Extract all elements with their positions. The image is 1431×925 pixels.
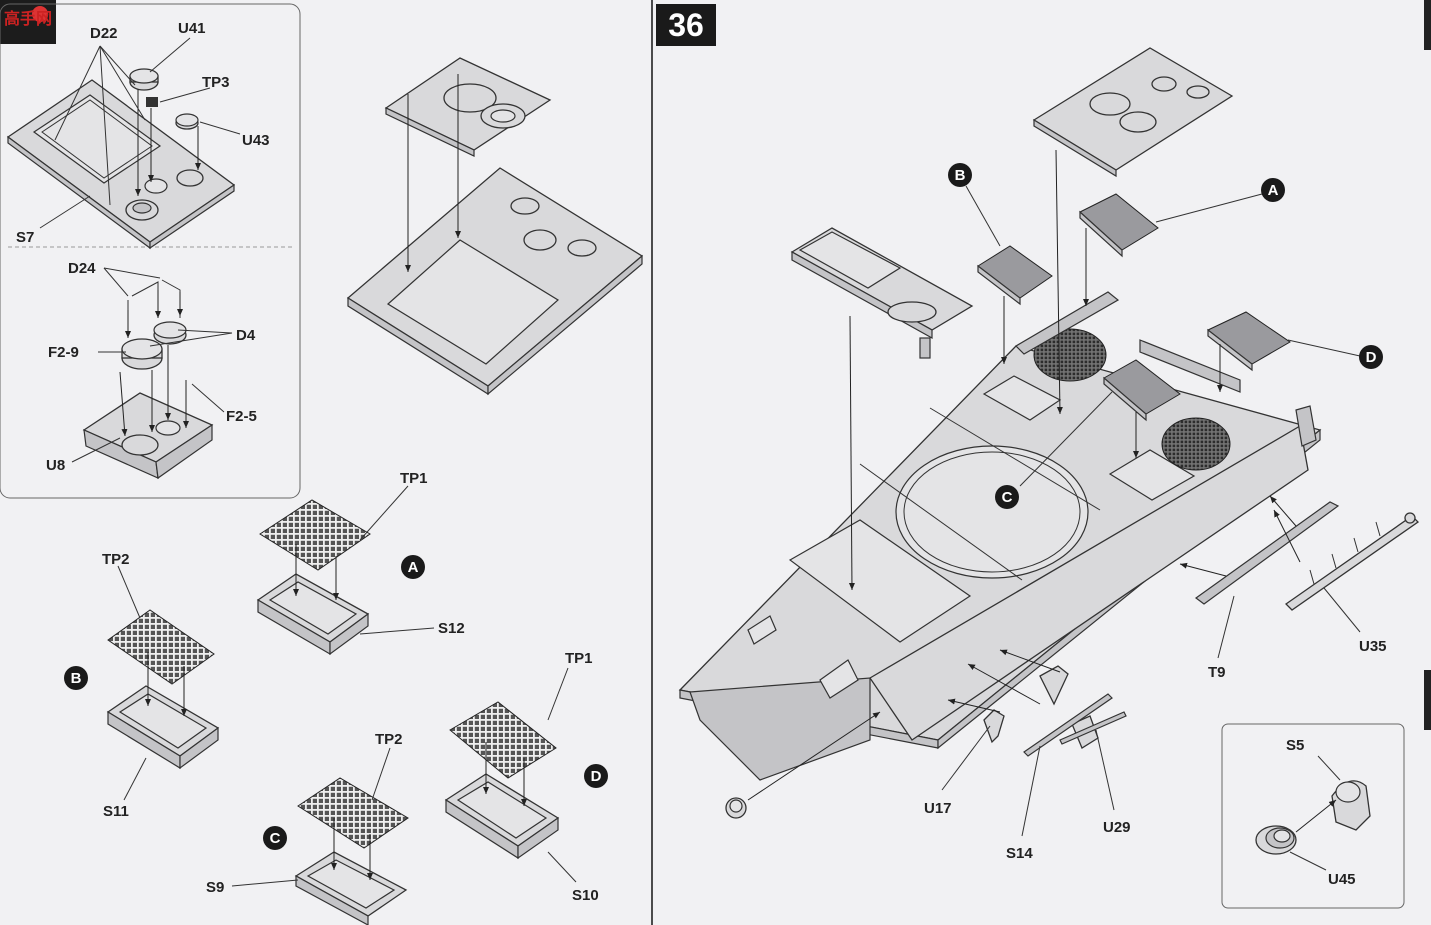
label-f2-5: F2-5 bbox=[226, 408, 257, 425]
fan-right bbox=[1161, 417, 1231, 471]
marker-d-left bbox=[584, 764, 608, 788]
tp1-mesh-a bbox=[259, 499, 371, 571]
label-u41: U41 bbox=[178, 20, 206, 37]
marker-b-right-label: B bbox=[955, 167, 966, 184]
label-d24: D24 bbox=[68, 260, 96, 277]
hull-plug-part bbox=[725, 711, 881, 819]
label-u8: U8 bbox=[46, 457, 65, 474]
label-s14: S14 bbox=[1006, 845, 1033, 862]
label-d4: D4 bbox=[236, 327, 256, 344]
label-s11: S11 bbox=[103, 803, 129, 820]
step-badge bbox=[656, 4, 716, 46]
s5-housing-part bbox=[1331, 780, 1371, 831]
u41-cupola-part bbox=[129, 68, 159, 91]
label-u17: U17 bbox=[924, 800, 952, 817]
inset-frame-right bbox=[1221, 723, 1405, 909]
grille-a-right bbox=[1079, 193, 1263, 306]
svg-text:高手网: 高手网 bbox=[4, 9, 52, 28]
underside-brackets bbox=[941, 649, 1127, 837]
step-number: 36 bbox=[668, 7, 704, 43]
grille-b-assembly bbox=[106, 565, 220, 801]
hatch-subassembly bbox=[82, 392, 214, 480]
label-tp1-a: TP1 bbox=[400, 470, 428, 487]
engine-deck-lower-view bbox=[346, 167, 644, 396]
hull-body bbox=[678, 291, 1322, 781]
label-s5: S5 bbox=[1286, 737, 1304, 754]
label-s10: S10 bbox=[572, 887, 599, 904]
label-tp2-b: TP2 bbox=[102, 551, 130, 568]
grille-d-right bbox=[1207, 311, 1361, 392]
label-t9: T9 bbox=[1208, 664, 1226, 681]
marker-c-right bbox=[995, 485, 1019, 509]
engine-deck-top-plate bbox=[1032, 47, 1234, 178]
marker-c-left bbox=[263, 826, 287, 850]
marker-c-left-label: C bbox=[270, 830, 281, 847]
marker-b-right bbox=[948, 163, 972, 187]
tp3-part bbox=[146, 97, 158, 107]
marker-a-right bbox=[1261, 178, 1285, 202]
label-f2-9: F2-9 bbox=[48, 344, 79, 361]
marker-a-right-label: A bbox=[1268, 182, 1279, 199]
marker-d-right bbox=[1359, 345, 1383, 369]
marker-b-left-label: B bbox=[71, 670, 82, 687]
marker-a-left bbox=[401, 555, 425, 579]
u43-disc-part bbox=[175, 113, 199, 130]
label-u45: U45 bbox=[1328, 871, 1356, 888]
grille-c-right bbox=[1019, 359, 1181, 487]
tp2-mesh-b bbox=[107, 609, 215, 685]
grille-b-right bbox=[965, 185, 1053, 364]
u35-rail bbox=[1273, 509, 1420, 633]
label-tp1-d: TP1 bbox=[565, 650, 593, 667]
grille-d-assembly bbox=[444, 667, 577, 883]
grille-c-assembly bbox=[231, 747, 409, 925]
tp1-mesh-d bbox=[449, 701, 557, 779]
label-s9: S9 bbox=[206, 879, 224, 896]
t9-plate bbox=[1179, 495, 1340, 659]
label-tp2-c: TP2 bbox=[375, 731, 403, 748]
site-logo: 高手网 bbox=[0, 0, 56, 44]
inset-frame-left bbox=[0, 3, 301, 499]
rear-hatch-plate bbox=[790, 227, 974, 359]
marker-c-right-label: C bbox=[1002, 489, 1013, 506]
tp2-mesh-c bbox=[297, 777, 409, 849]
marker-b-left bbox=[64, 666, 88, 690]
label-u29: U29 bbox=[1103, 819, 1131, 836]
f2-9-ring-part bbox=[121, 338, 163, 370]
label-tp3: TP3 bbox=[202, 74, 230, 91]
label-s7: S7 bbox=[16, 229, 34, 246]
label-d22: D22 bbox=[90, 25, 118, 42]
marker-d-left-label: D bbox=[591, 768, 602, 785]
fan-left bbox=[1033, 328, 1107, 382]
grille-a-assembly bbox=[256, 485, 435, 656]
label-s12: S12 bbox=[438, 620, 465, 637]
marker-a-left-label: A bbox=[408, 559, 419, 576]
marker-d-right-label: D bbox=[1366, 349, 1377, 366]
label-u43: U43 bbox=[242, 132, 270, 149]
u45-disc-part bbox=[1255, 825, 1297, 855]
label-u35: U35 bbox=[1359, 638, 1387, 655]
